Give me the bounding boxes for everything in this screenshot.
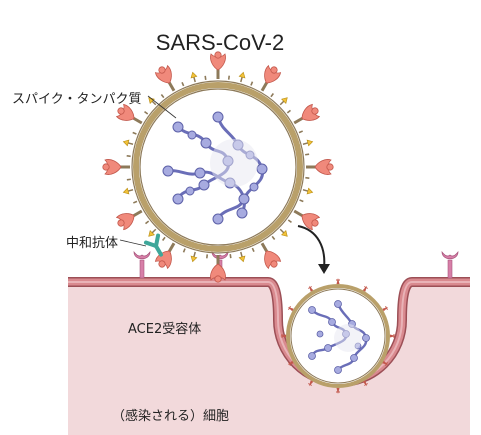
- spike-protein-label: スパイク・タンパク質: [12, 92, 142, 107]
- internalized-virion: [279, 277, 397, 395]
- spike-leader-line: [147, 95, 177, 119]
- virion: [102, 51, 334, 283]
- diagram-title: SARS-CoV-2: [155, 30, 285, 55]
- ace2-receptor-label: ACE2受容体: [128, 322, 202, 337]
- curved-arrow-icon: [297, 225, 330, 274]
- ace2-receptor-icon: [133, 251, 459, 279]
- antibody-icon: [143, 233, 163, 257]
- antibody-leader-line: [119, 239, 147, 247]
- antibody-label: 中和抗体: [66, 236, 119, 251]
- infected-cell-label: （感染される）細胞: [112, 409, 230, 424]
